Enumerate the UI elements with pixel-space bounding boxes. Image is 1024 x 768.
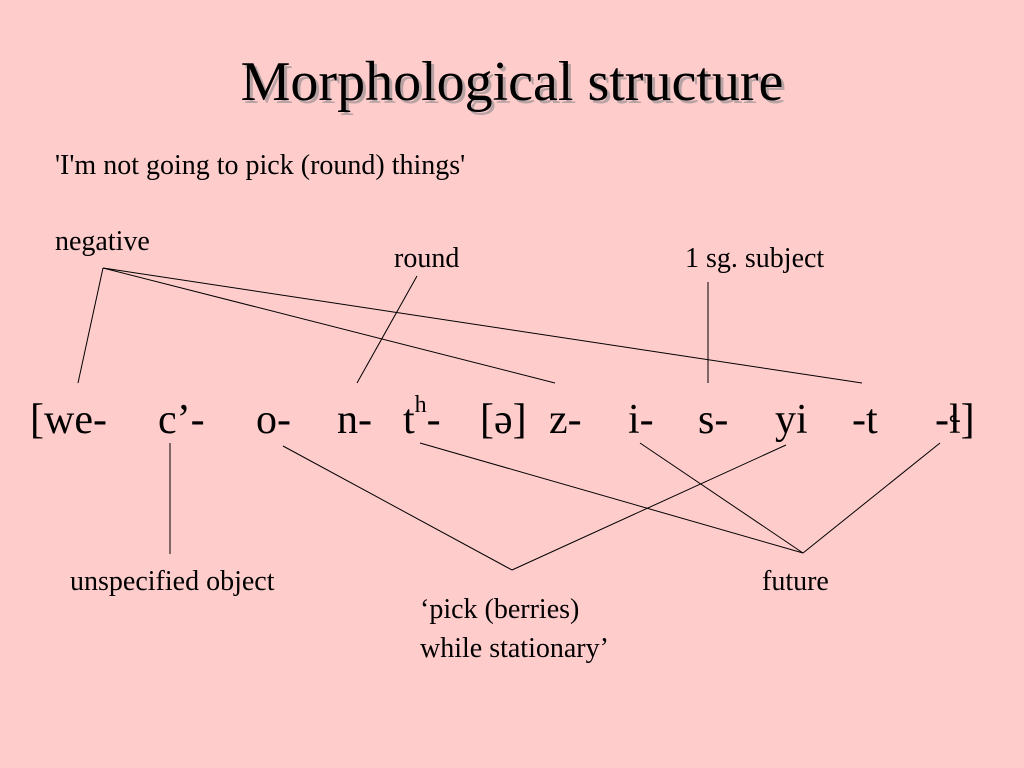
negative-to-z-line [102, 267, 556, 384]
label-future: future [762, 566, 829, 597]
future-to-i-line [639, 442, 804, 554]
label-pick-line1: ‘pick (berries) [420, 594, 580, 625]
morpheme-th-aspiration: h [414, 392, 427, 418]
morpheme-we: [we- [30, 397, 107, 443]
pick-to-o-line [282, 445, 513, 571]
morpheme-i: i- [628, 397, 654, 443]
morpheme-n: n- [337, 397, 372, 443]
label-negative: negative [55, 226, 150, 257]
negative-to-lh-line [102, 267, 863, 384]
label-pick-line2: while stationary’ [420, 633, 609, 664]
negative-to-we-line [77, 267, 104, 384]
label-unspecified-object: unspecified object [70, 566, 275, 597]
pick-to-yi-line [511, 444, 787, 571]
morpheme-o: o- [256, 397, 291, 443]
morpheme-z: z- [549, 397, 582, 443]
morpheme-t: -t [852, 397, 878, 443]
morpheme-th-dash: - [426, 397, 441, 443]
morpheme-lh: -ɬ] [935, 397, 975, 443]
morpheme-th-base: t [403, 397, 415, 443]
future-to-lh-line [802, 442, 941, 554]
label-round: round [394, 243, 460, 274]
round-to-n-line [356, 275, 418, 384]
morpheme-yi: yi [775, 397, 808, 443]
slide-title: Morphological structure [240, 51, 784, 113]
future-to-th-line [419, 442, 804, 554]
translation: 'I'm not going to pick (round) things' [55, 150, 466, 181]
morpheme-s: s- [698, 397, 729, 443]
label-subject: 1 sg. subject [685, 243, 825, 274]
morpheme-th: th- [403, 392, 441, 444]
morpheme-c: c’- [158, 397, 205, 443]
morpheme-schwa: [ə] [480, 397, 527, 443]
